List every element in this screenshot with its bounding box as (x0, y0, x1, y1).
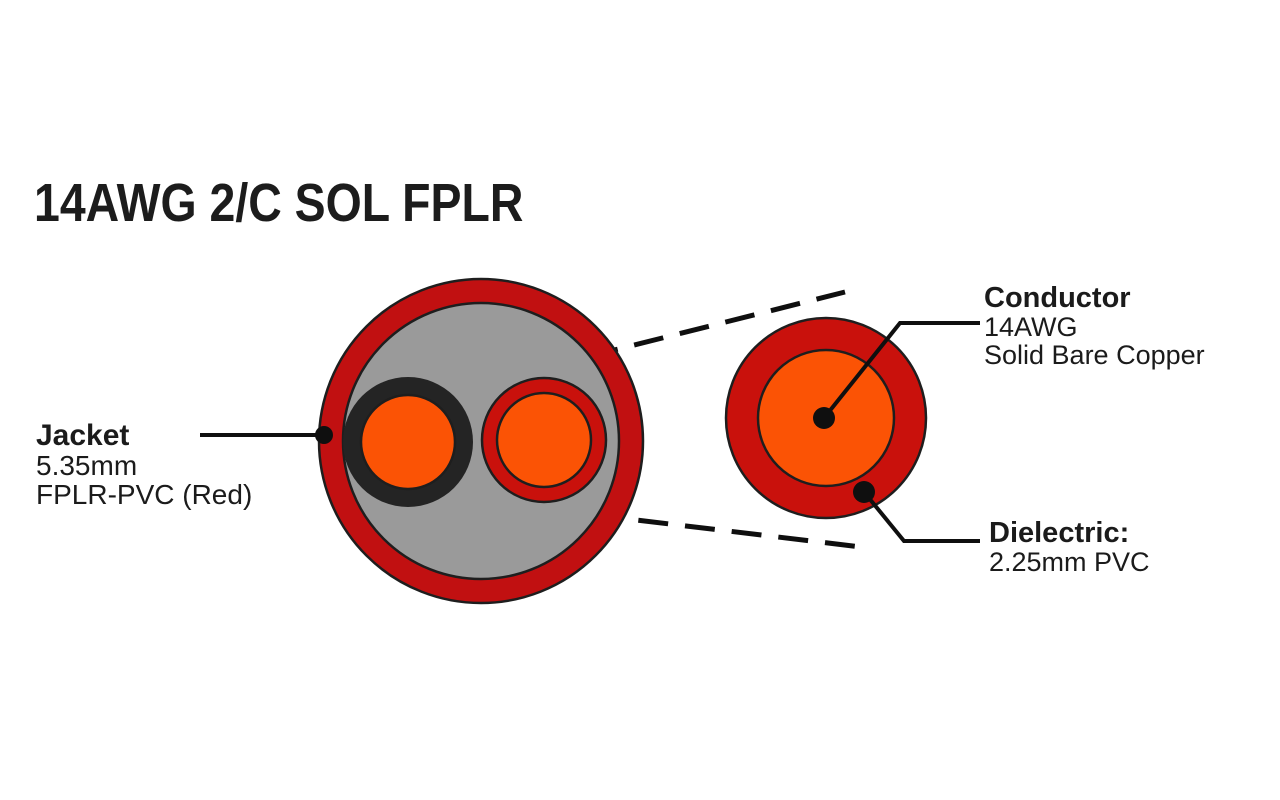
dielectric-leader-line (862, 490, 980, 543)
conductor-label: Conductor 14AWG Solid Bare Copper (984, 282, 1205, 370)
conductor-leader-line (822, 321, 980, 420)
conductor-label-material: Solid Bare Copper (984, 340, 1205, 370)
jacket-label-size: 5.35mm (36, 450, 138, 481)
dielectric-label: Dielectric: 2.25mm PVC (989, 518, 1150, 576)
conductor-label-gauge: 14AWG (984, 312, 1078, 342)
conductor1-core-circle (359, 393, 457, 491)
dielectric-label-heading: Dielectric: (989, 517, 1130, 549)
conductor2-core-circle (495, 391, 593, 489)
jacket-label-heading: Jacket (36, 419, 130, 452)
jacket-leader-dot (315, 426, 333, 444)
page-title: 14AWG 2/C SOL FPLR (34, 173, 524, 233)
dielectric-label-spec: 2.25mm PVC (989, 547, 1150, 577)
conductor-label-heading: Conductor (984, 282, 1131, 314)
jacket-label: Jacket 5.35mm FPLR-PVC (Red) (36, 420, 252, 509)
conductor-leader-dot (813, 407, 835, 429)
jacket-label-material: FPLR-PVC (Red) (36, 479, 253, 510)
dielectric-leader-dot (853, 481, 875, 503)
